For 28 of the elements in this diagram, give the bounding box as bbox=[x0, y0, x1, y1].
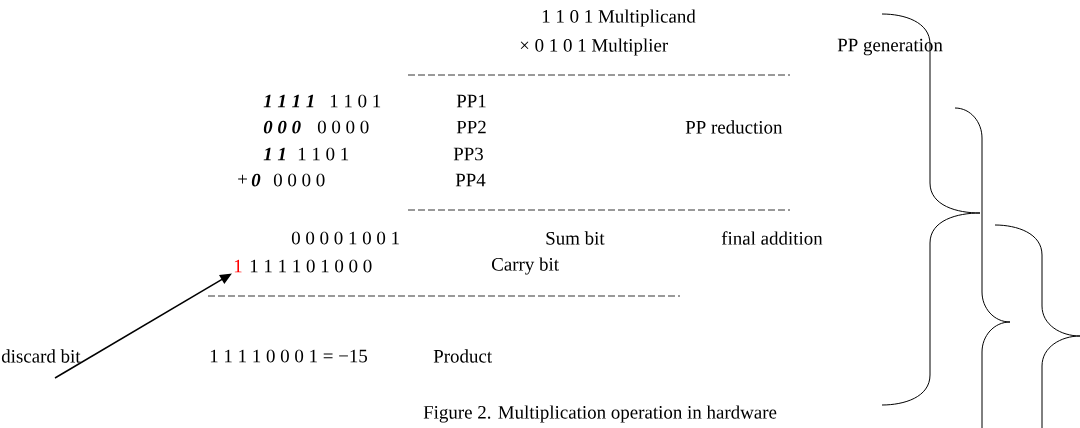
text: PP reduction bbox=[685, 120, 783, 134]
text: PP generation bbox=[837, 38, 943, 56]
text: 1 1 1 1 0 0 0 1 = −15 bbox=[210, 349, 368, 363]
caption: Figure 2. Multiplication operation in hardware bbox=[423, 405, 777, 423]
text: PP3 bbox=[453, 147, 483, 161]
text: × 0 1 0 1 Multiplier bbox=[520, 38, 668, 56]
text: PP1 bbox=[456, 94, 486, 108]
text: Sum bit bbox=[546, 231, 605, 245]
annotation-text: discard bit bbox=[1, 349, 81, 363]
text: Product bbox=[433, 349, 492, 363]
text: 0 0 0 0 1 0 0 1 bbox=[291, 231, 399, 245]
text: Carry bit bbox=[492, 257, 559, 275]
text: 0 0 0 bbox=[263, 120, 301, 134]
text: 1 1 0 1 bbox=[330, 94, 381, 108]
arrow bbox=[54, 273, 232, 379]
text: final addition bbox=[721, 231, 823, 245]
text: 1 1 bbox=[263, 147, 285, 161]
text: PP4 bbox=[455, 173, 486, 187]
text: 0 0 0 0 bbox=[317, 120, 369, 134]
text: 0 bbox=[251, 173, 261, 187]
text: + bbox=[238, 174, 247, 184]
text: 1 1 0 1 bbox=[298, 147, 349, 161]
text: PP2 bbox=[456, 120, 486, 134]
text: 1 1 1 1 0 1 0 0 0 bbox=[250, 259, 372, 273]
digit: 1 bbox=[234, 259, 242, 273]
text: 1 1 1 1 bbox=[263, 94, 314, 108]
text: 0 0 0 0 bbox=[273, 173, 325, 187]
text: 1 1 0 1 Multiplicand bbox=[542, 9, 696, 27]
